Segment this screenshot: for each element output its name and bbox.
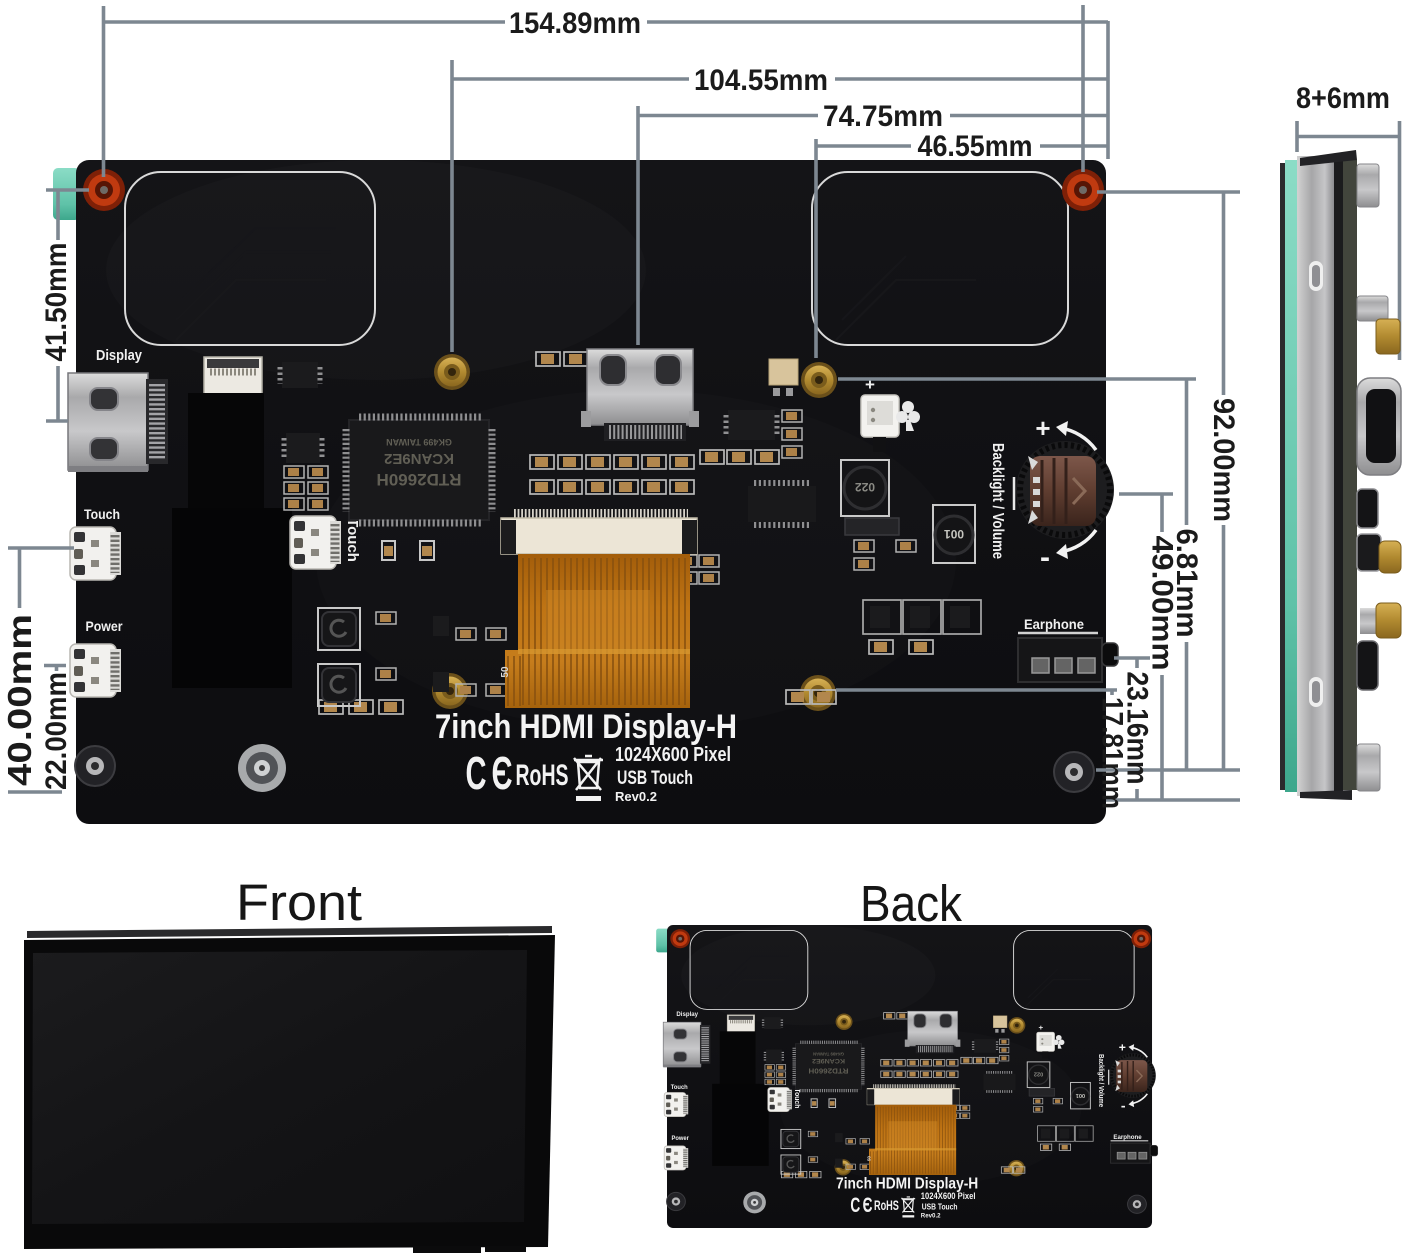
svg-text:23.16mm: 23.16mm (1121, 672, 1154, 785)
svg-text:92.00mm: 92.00mm (1207, 398, 1240, 522)
svg-text:74.75mm: 74.75mm (823, 100, 943, 133)
svg-text:17.81mm: 17.81mm (1096, 697, 1129, 809)
svg-text:154.89mm: 154.89mm (509, 7, 641, 40)
svg-text:6.81mm: 6.81mm (1170, 529, 1203, 638)
svg-text:41.50mm: 41.50mm (40, 243, 73, 362)
svg-text:46.55mm: 46.55mm (918, 130, 1033, 163)
svg-text:Back: Back (860, 875, 962, 932)
svg-text:8+6mm: 8+6mm (1296, 82, 1390, 115)
svg-text:22.00mm: 22.00mm (40, 672, 73, 790)
svg-text:104.55mm: 104.55mm (694, 64, 828, 97)
svg-text:49.00mm: 49.00mm (1146, 536, 1179, 671)
svg-text:Front: Front (236, 874, 362, 931)
svg-text:40.00mm: 40.00mm (1, 614, 38, 786)
